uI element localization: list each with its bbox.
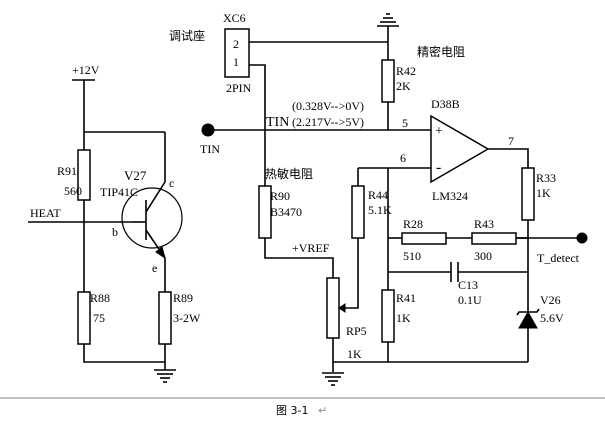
rp5-wiper-arrow-icon — [338, 303, 346, 313]
xc6-connector — [224, 28, 250, 78]
r42-label: R42 — [396, 64, 416, 78]
r43-value: 300 — [474, 249, 492, 263]
r44-value: 5.1K — [368, 203, 392, 217]
c13-label: C13 — [458, 278, 478, 292]
r89-resistor — [158, 291, 172, 345]
ground-rp5-icon — [322, 372, 344, 386]
r33-resistor — [521, 167, 535, 221]
collector-label: c — [169, 176, 174, 190]
r90-vref-wire — [264, 238, 334, 278]
base-label: b — [112, 225, 118, 239]
return-mark-icon: ↵ — [318, 404, 327, 417]
r88-bottom-wire — [83, 344, 165, 363]
tip41c-label: TIP41C — [100, 185, 138, 199]
r33-value: 1K — [536, 186, 551, 200]
pin6-label: 6 — [400, 151, 406, 165]
xc6-pin1-wire — [249, 64, 266, 130]
range-label-2: (2.217V-->5V) — [292, 115, 364, 129]
r90-value: B3470 — [270, 205, 302, 219]
rp5-label: RP5 — [346, 324, 367, 338]
v27-label: V27 — [124, 168, 147, 183]
d38b-label: D38B — [431, 97, 460, 111]
r89-label: R89 — [173, 291, 193, 305]
range-label-1: (0.328V-->0V) — [292, 99, 364, 113]
t-detect-terminal — [576, 232, 588, 244]
r90-label: R90 — [270, 189, 290, 203]
heat-label: HEAT — [30, 206, 61, 220]
r44-bottom-wire — [346, 238, 359, 309]
opamp-minus: - — [436, 159, 441, 176]
v27-emitter-arrow-icon — [155, 246, 166, 260]
xc6-pin1-label: 1 — [233, 55, 239, 69]
emitter-label: e — [152, 261, 157, 275]
xc6-type-label: 2PIN — [226, 81, 252, 95]
r42-value: 2K — [396, 79, 411, 93]
tin-node-label: TIN — [266, 115, 289, 130]
r44-resistor — [351, 185, 365, 239]
v27-transistor — [121, 187, 183, 249]
r41-value: 1K — [396, 311, 411, 325]
tin-terminal — [201, 123, 215, 137]
plus12v-label: +12V — [72, 63, 100, 77]
r91-label: R91 — [57, 164, 77, 178]
c13-value: 0.1U — [458, 293, 482, 307]
r43-label: R43 — [474, 217, 494, 231]
r44-label: R44 — [368, 188, 388, 202]
tin-terminal-label: TIN — [200, 142, 220, 156]
thermistor-label: 热敏电阻 — [265, 166, 313, 181]
r41-resistor — [381, 289, 395, 343]
r28-label: R28 — [403, 217, 423, 231]
r28-resistor — [401, 232, 447, 245]
r91-value: 560 — [64, 184, 82, 198]
r28-value: 510 — [403, 249, 421, 263]
r33-label: R33 — [536, 171, 556, 185]
ground-left-icon — [154, 369, 176, 383]
figure-caption: 图 3-1 — [276, 404, 308, 417]
r41-label: R41 — [396, 291, 416, 305]
lm324-label: LM324 — [432, 189, 468, 203]
xc6-pin2-label: 2 — [233, 37, 239, 51]
r88-label: R88 — [90, 291, 110, 305]
v26-value: 5.6V — [540, 311, 564, 325]
rp5-value: 1K — [347, 347, 362, 361]
ground-top-icon — [377, 13, 399, 42]
v27-collector-lead — [145, 181, 166, 213]
rp5-potentiometer — [326, 277, 340, 339]
opamp-lm324 — [430, 114, 490, 184]
t-detect-label: T_detect — [537, 251, 580, 265]
r89-value: 3-2W — [173, 311, 201, 325]
r43-resistor — [471, 232, 517, 245]
r88-value: 75 — [93, 311, 105, 325]
pin5-label: 5 — [402, 116, 408, 130]
opamp-plus: + — [435, 124, 443, 139]
vref-label: +VREF — [292, 241, 330, 255]
r42-resistor — [381, 59, 395, 103]
pin7-label: 7 — [508, 134, 514, 148]
opamp-output-wire — [488, 148, 529, 168]
xc6-label: XC6 — [223, 11, 246, 25]
v26-label: V26 — [540, 293, 561, 307]
debug-socket-label: 调试座 — [169, 28, 205, 43]
v26-zener-diode — [518, 310, 538, 329]
r88-resistor — [77, 291, 91, 345]
precision-resistor-label: 精密电阻 — [417, 44, 465, 59]
